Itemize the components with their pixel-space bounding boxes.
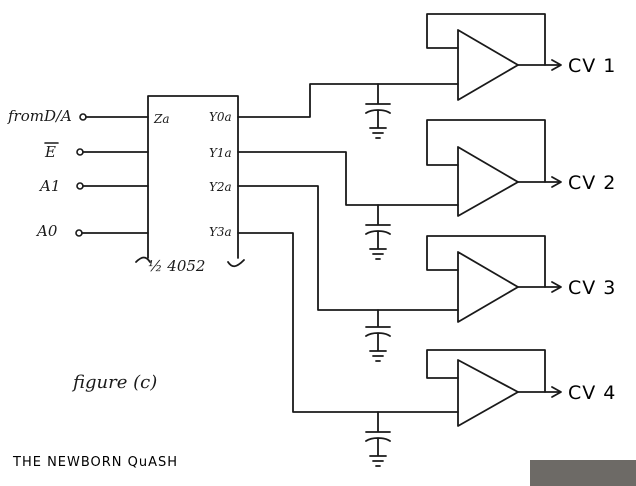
input-wires bbox=[81, 116, 149, 234]
input-label-a1: A1 bbox=[38, 177, 60, 195]
chip-pin-y0a: Y0a bbox=[209, 110, 232, 124]
feedback-loop bbox=[426, 349, 546, 393]
wire-y1-to-buffer2 bbox=[237, 151, 459, 206]
buffer-amplifier-1 bbox=[426, 13, 562, 101]
chip-bottom-squiggle-left bbox=[135, 256, 151, 263]
feedback-loop bbox=[426, 119, 546, 183]
output-label-cv3: CV 3 bbox=[568, 277, 616, 299]
chip-name: ½ 4052 bbox=[148, 257, 205, 275]
output-label-cv2: CV 2 bbox=[568, 172, 616, 194]
hold-capacitor-4 bbox=[365, 411, 391, 467]
output-arrow bbox=[551, 386, 562, 398]
diagram-title: THE NEWBORN QuASH bbox=[12, 455, 178, 470]
output-arrow bbox=[551, 176, 562, 188]
output-wires bbox=[237, 83, 459, 413]
hold-capacitor-1 bbox=[365, 83, 391, 139]
feedback-loop bbox=[426, 13, 546, 66]
wire-y0-to-buffer1 bbox=[237, 83, 459, 118]
mux-chip-4052: ½ 4052 Za Y0a Y1a Y2a Y3a bbox=[135, 95, 245, 275]
chip-pin-y3a: Y3a bbox=[209, 225, 232, 239]
chip-pin-y1a: Y1a bbox=[209, 146, 232, 160]
capacitor-ground-symbol bbox=[365, 204, 391, 260]
capacitor-ground-symbol bbox=[365, 309, 391, 362]
chip-pin-y2a: Y2a bbox=[209, 180, 232, 194]
buffer-amplifier-4 bbox=[426, 349, 562, 427]
wire-y2-to-buffer3 bbox=[237, 185, 459, 311]
capacitor-ground-symbol bbox=[365, 83, 391, 139]
hold-capacitor-2 bbox=[365, 204, 391, 260]
input-label-from-da: fromD/A bbox=[7, 107, 72, 125]
output-arrow bbox=[551, 59, 562, 71]
chip-pin-za: Za bbox=[153, 112, 170, 126]
buffer-amplifier-2 bbox=[426, 119, 562, 217]
buffer-amplifier-3 bbox=[426, 235, 562, 323]
op-amp-triangle bbox=[457, 251, 519, 323]
muzines-logo bbox=[530, 460, 636, 486]
op-amp-triangle bbox=[457, 146, 519, 217]
input-label-enable: E bbox=[44, 143, 56, 161]
op-amp-triangle bbox=[457, 359, 519, 427]
output-label-cv1: CV 1 bbox=[568, 55, 616, 77]
input-label-a0: A0 bbox=[35, 222, 58, 240]
figure-caption: figure (c) bbox=[71, 372, 157, 393]
chip-bottom-squiggle-right bbox=[227, 259, 245, 268]
hold-capacitor-3 bbox=[365, 309, 391, 362]
input-terminals bbox=[75, 113, 87, 237]
chip-outline bbox=[147, 95, 239, 259]
output-arrow bbox=[551, 281, 562, 293]
feedback-loop bbox=[426, 235, 546, 288]
wire-y3-to-buffer4 bbox=[237, 232, 459, 413]
output-label-cv4: CV 4 bbox=[568, 382, 616, 404]
capacitor-ground-symbol bbox=[365, 411, 391, 467]
op-amp-triangle bbox=[457, 29, 519, 101]
